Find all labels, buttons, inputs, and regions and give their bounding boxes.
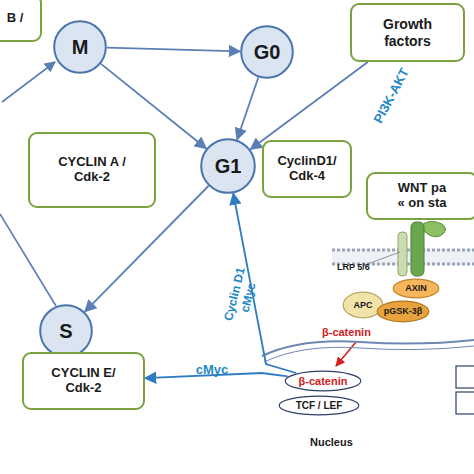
circle-outline: [54, 21, 106, 73]
cyclin-box: CyclinD1/ Cdk-4: [262, 140, 352, 198]
translocation-arrow: [336, 342, 356, 366]
node-text: CYCLIN A / Cdk-2: [50, 155, 135, 185]
cyclin-box: B /: [0, 0, 42, 42]
protein-blob: AXIN: [392, 278, 440, 299]
cycle-line: [0, 214, 56, 306]
pathway-label: Cyclin D1 cMyc: [221, 263, 263, 330]
node-text: CyclinD1/ Cdk-4: [273, 154, 341, 184]
node-text: Growth factors: [373, 16, 443, 48]
node-text: CYCLIN E/ Cdk-2: [44, 366, 124, 396]
node-text: APC: [353, 300, 372, 310]
node-text: β-catenin: [299, 375, 348, 388]
pathway-label: cMyc: [182, 363, 242, 378]
factor-oval: TCF / LEF: [278, 395, 360, 416]
cyclin-box: CYCLIN A / Cdk-2: [28, 132, 156, 208]
ellipse-outline: [343, 292, 383, 318]
node-text: S: [59, 320, 72, 343]
gene-box: [456, 392, 474, 414]
compartment-label: Nucleus: [310, 436, 353, 448]
cyclin-box: CYCLIN E/ Cdk-2: [22, 352, 145, 410]
frizzled-receptor: [411, 222, 424, 276]
phase-circle: S: [39, 304, 93, 358]
node-text: G0: [254, 41, 281, 64]
lrp-receptor: [398, 232, 407, 276]
circle-outline: [201, 139, 255, 193]
protein-blob: pGSK-3β: [376, 300, 430, 323]
flow-arrow: [237, 78, 258, 140]
pathway-box: WNT pa « on sta: [366, 172, 474, 220]
cycle-arrow: [2, 62, 55, 102]
phase-circle: G0: [240, 25, 294, 79]
node-text: pGSK-3β: [384, 306, 423, 316]
protein-oval: β-catenin: [284, 370, 362, 392]
protein-blob: APC: [342, 291, 384, 319]
ellipse-outline: [285, 371, 361, 391]
node-text: AXIN: [405, 283, 427, 293]
protein-label: β-catenin: [322, 326, 371, 338]
gene-box: [456, 366, 474, 388]
circle-outline: [40, 305, 92, 357]
phase-circle: G1: [200, 138, 256, 194]
node-text: TCF / LEF: [296, 400, 343, 412]
ellipse-outline: [377, 301, 429, 322]
nuclear-envelope: [264, 346, 474, 362]
input-box: Growth factors: [350, 3, 465, 62]
ellipse-outline: [393, 279, 439, 298]
nuclear-envelope: [262, 340, 474, 356]
ellipse-outline: [279, 396, 359, 415]
flow-arrow: [107, 48, 240, 52]
node-text: M: [72, 36, 89, 59]
node-text: WNT pa « on sta: [395, 181, 450, 211]
phase-circle: M: [53, 20, 107, 74]
node-text: G1: [215, 155, 242, 178]
circle-outline: [241, 26, 293, 78]
node-text: B /: [7, 11, 24, 26]
part-label: LRP 5/6: [337, 262, 370, 272]
pathway-label: PI3K-AKT: [367, 57, 418, 135]
